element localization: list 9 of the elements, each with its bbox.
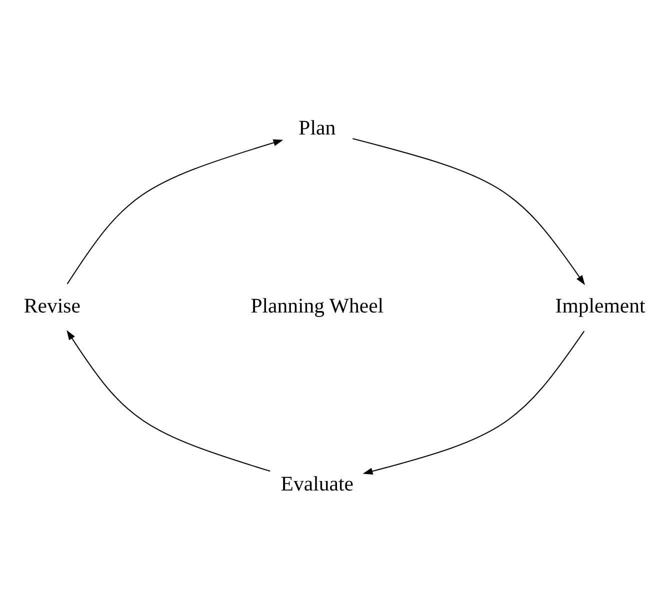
arrow: [352, 138, 585, 285]
label: Planning Wheel: [250, 294, 384, 317]
node-text: Implement: [555, 294, 646, 317]
node-text: Revise: [24, 294, 80, 317]
arrow: [362, 330, 585, 474]
node-text: Evaluate: [280, 472, 354, 495]
arrow: [66, 138, 284, 284]
arrow: [66, 330, 270, 472]
node-text: Plan: [298, 116, 336, 140]
